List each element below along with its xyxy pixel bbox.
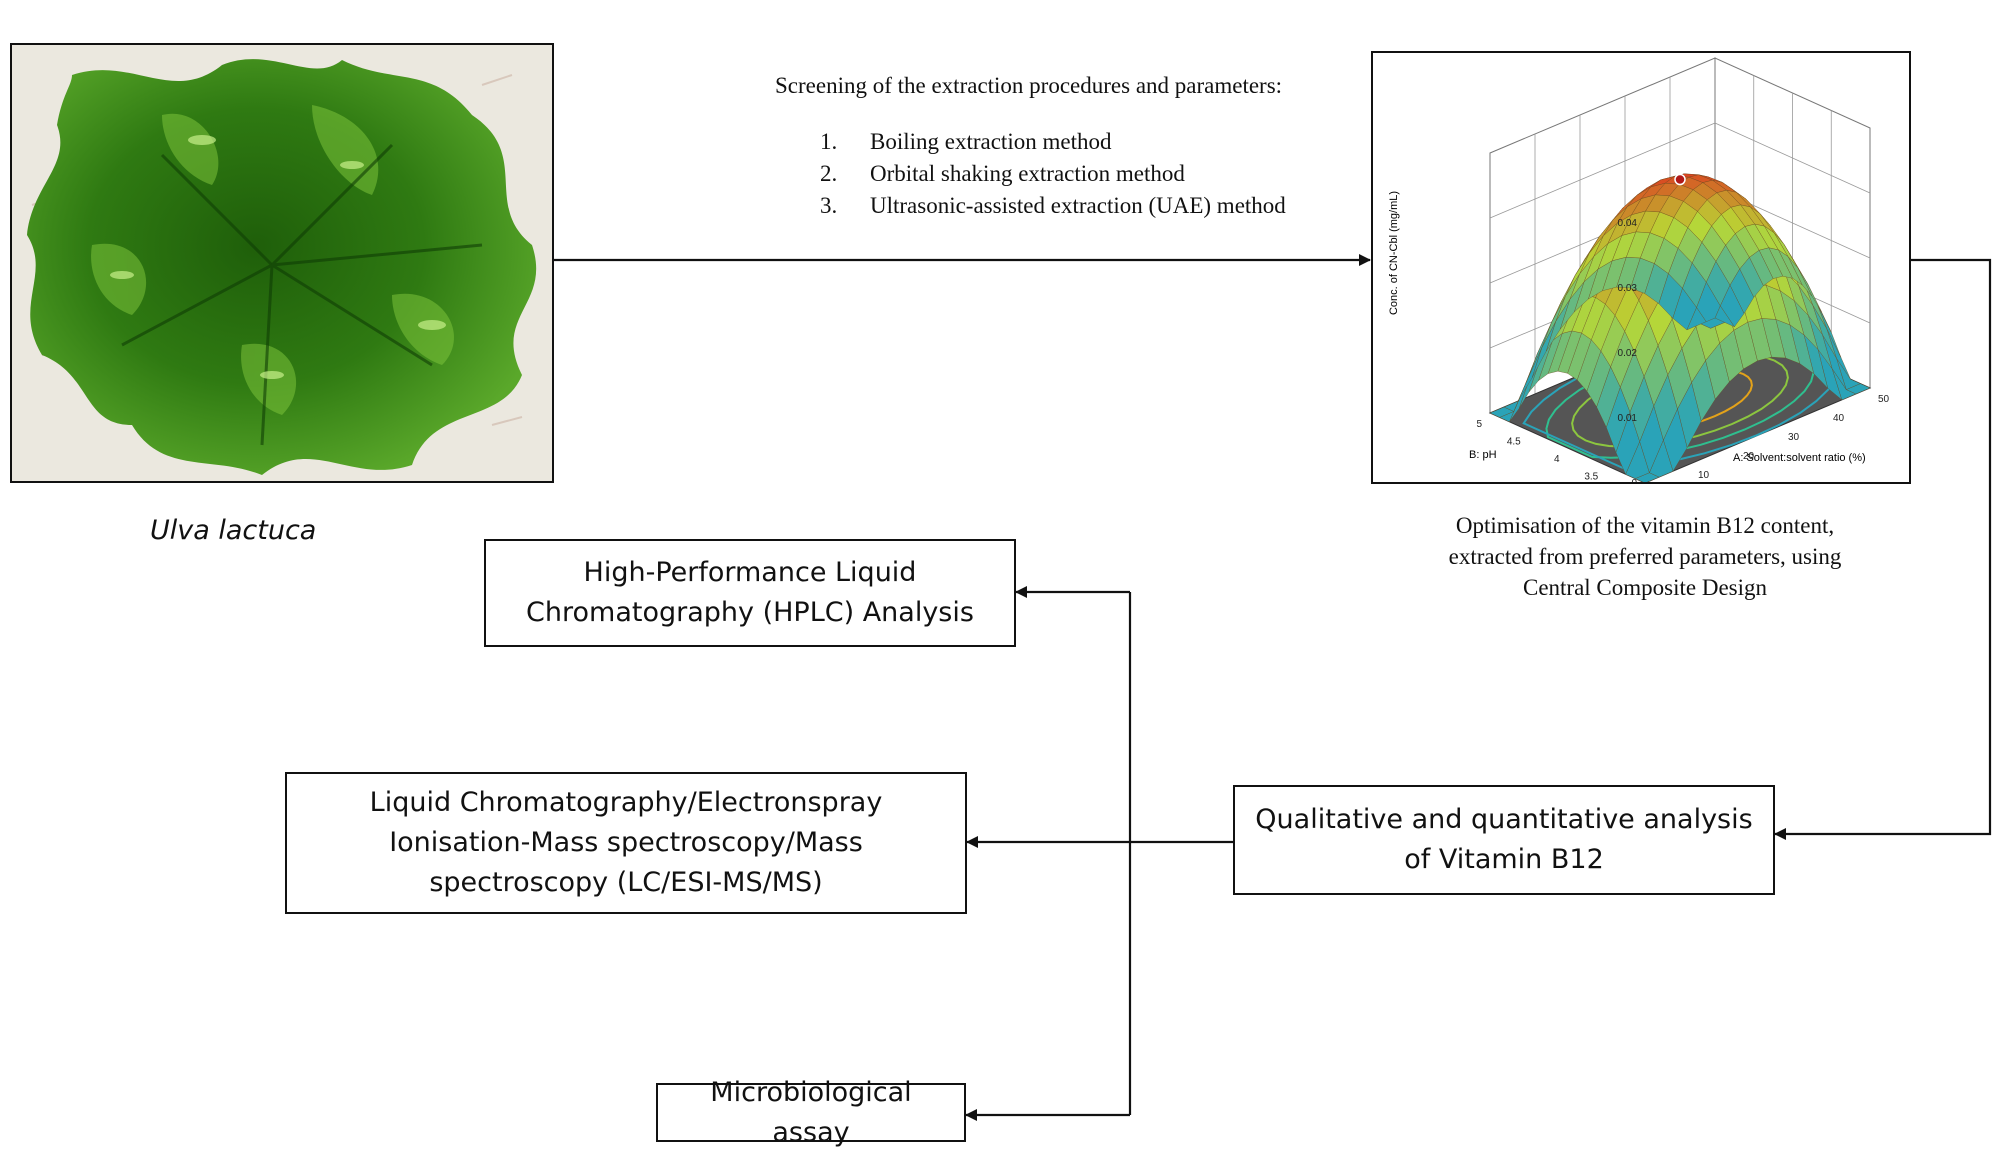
analysis-box: Qualitative and quantitative analysis of… — [1233, 785, 1775, 895]
method-label: Ultrasonic-assisted extraction (UAE) met… — [870, 193, 1286, 218]
hplc-label: High-Performance Liquid Chromatography (… — [526, 557, 974, 628]
hplc-box: High-Performance Liquid Chromatography (… — [484, 539, 1016, 647]
z-axis-label: Conc. of CN-Cbl (mg/mL) — [1388, 191, 1400, 315]
seaweed-illustration — [12, 45, 552, 481]
design-point-peak — [1674, 173, 1686, 186]
x-tick-label: 30 — [1788, 432, 1800, 443]
micro-box: Microbiological assay — [656, 1077, 966, 1148]
z-tick-label: 0.01 — [1618, 413, 1638, 424]
response-surface-plot: Conc. of CN-Cbl (mg/mL) A: Solvent:solve… — [1371, 51, 1911, 484]
gridline — [1489, 122, 1716, 219]
optimisation-line: Optimisation of the vitamin B12 content, — [1455, 513, 1835, 538]
y-tick-label: 3.5 — [1584, 472, 1598, 483]
method-label: Orbital shaking extraction method — [870, 161, 1185, 186]
z-tick-label: 0 — [1631, 478, 1637, 482]
y-axis-label: B: pH — [1469, 449, 1497, 461]
method-item: 1. Boiling extraction method — [820, 126, 1286, 158]
optimisation-line: Central Composite Design — [1522, 575, 1768, 600]
x-tick-label: 10 — [1698, 470, 1710, 481]
x-tick-label: 20 — [1743, 451, 1755, 462]
surface-chart: Conc. of CN-Cbl (mg/mL) A: Solvent:solve… — [1388, 57, 1890, 483]
method-number: 2. — [820, 161, 838, 186]
y-tick-label: 5 — [1476, 419, 1482, 430]
y-tick-label: 4.5 — [1507, 437, 1521, 448]
surface-cell — [1700, 317, 1726, 329]
x-axis-label: A: Solvent:solvent ratio (%) — [1733, 452, 1866, 464]
lcms-box: Liquid Chromatography/Electronspray Ioni… — [285, 772, 967, 914]
surface-cell — [1817, 303, 1842, 358]
micro-label: Microbiological assay — [710, 1076, 912, 1148]
method-list: 1. Boiling extraction method 2. Orbital sh… — [820, 126, 1286, 222]
optimisation-caption: Optimisation of the vitamin B12 content,… — [1375, 510, 1915, 603]
screening-title: Screening of the extraction procedures a… — [775, 73, 1283, 98]
z-tick-label: 0.03 — [1618, 283, 1638, 294]
method-item: 2. Orbital shaking extraction method — [820, 158, 1286, 190]
optimisation-line: extracted from preferred parameters, usi… — [1448, 544, 1842, 569]
method-item: 3. Ultrasonic-assisted extraction (UAE) m… — [820, 190, 1286, 222]
connector-plot-to-analysis — [1774, 258, 1992, 840]
x-tick-label: 50 — [1878, 394, 1890, 405]
method-number: 3. — [820, 193, 838, 218]
z-tick-label: 0.04 — [1618, 218, 1638, 229]
specimen-label: Ulva lactuca — [150, 515, 317, 546]
x-tick-label: 40 — [1833, 413, 1845, 424]
ulva-photo — [10, 43, 554, 483]
method-number: 1. — [820, 129, 838, 154]
y-tick-label: 4 — [1554, 454, 1560, 465]
lcms-label: Liquid Chromatography/Electronspray Ioni… — [369, 787, 883, 898]
z-tick-label: 0.02 — [1618, 348, 1638, 359]
method-label: Boiling extraction method — [870, 129, 1112, 154]
analysis-label: Qualitative and quantitative analysis of… — [1255, 804, 1753, 875]
